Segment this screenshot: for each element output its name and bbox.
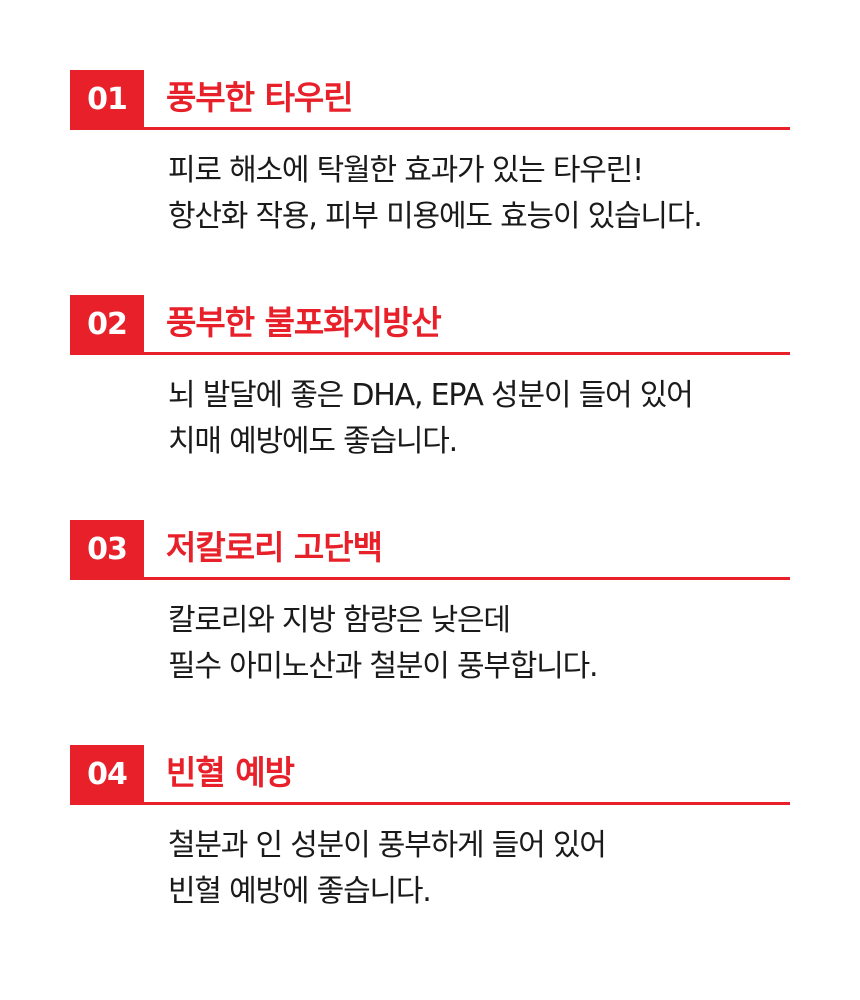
section-header: 01 풍부한 타우린	[70, 70, 790, 132]
section-description: 피로 해소에 탁월한 효과가 있는 타우린! 항산화 작용, 피부 미용에도 효…	[168, 148, 790, 240]
number-badge: 02	[70, 295, 144, 353]
description-line: 항산화 작용, 피부 미용에도 효능이 있습니다.	[168, 199, 703, 234]
section-header: 04 빈혈 예방	[70, 745, 790, 807]
number-badge: 03	[70, 520, 144, 578]
description-line: 치매 예방에도 좋습니다.	[168, 424, 458, 459]
section-description: 칼로리와 지방 함량은 낮은데 필수 아미노산과 철분이 풍부합니다.	[168, 598, 790, 690]
section-title: 풍부한 타우린	[166, 78, 354, 117]
benefit-section-3: 03 저칼로리 고단백 칼로리와 지방 함량은 낮은데 필수 아미노산과 철분이…	[70, 520, 790, 690]
section-header: 02 풍부한 불포화지방산	[70, 295, 790, 357]
benefit-section-4: 04 빈혈 예방 철분과 인 성분이 풍부하게 들어 있어 빈혈 예방에 좋습니…	[70, 745, 790, 915]
description-line: 필수 아미노산과 철분이 풍부합니다.	[168, 649, 599, 684]
description-line: 빈혈 예방에 좋습니다.	[168, 874, 432, 909]
section-description: 철분과 인 성분이 풍부하게 들어 있어 빈혈 예방에 좋습니다.	[168, 823, 790, 915]
description-line: 피로 해소에 탁월한 효과가 있는 타우린!	[168, 153, 644, 188]
section-description: 뇌 발달에 좋은 DHA, EPA 성분이 들어 있어 치매 예방에도 좋습니다…	[168, 373, 790, 465]
benefit-section-2: 02 풍부한 불포화지방산 뇌 발달에 좋은 DHA, EPA 성분이 들어 있…	[70, 295, 790, 465]
number-badge: 04	[70, 745, 144, 803]
description-line: 철분과 인 성분이 풍부하게 들어 있어	[168, 828, 607, 863]
section-title: 풍부한 불포화지방산	[166, 303, 442, 342]
divider-rule	[70, 577, 790, 580]
divider-rule	[70, 352, 790, 355]
divider-rule	[70, 127, 790, 130]
divider-rule	[70, 802, 790, 805]
benefit-section-1: 01 풍부한 타우린 피로 해소에 탁월한 효과가 있는 타우린! 항산화 작용…	[70, 70, 790, 240]
description-line: 뇌 발달에 좋은 DHA, EPA 성분이 들어 있어	[168, 378, 694, 413]
section-header: 03 저칼로리 고단백	[70, 520, 790, 582]
section-title: 빈혈 예방	[166, 753, 295, 792]
description-line: 칼로리와 지방 함량은 낮은데	[168, 603, 511, 638]
number-badge: 01	[70, 70, 144, 128]
section-title: 저칼로리 고단백	[166, 528, 383, 567]
